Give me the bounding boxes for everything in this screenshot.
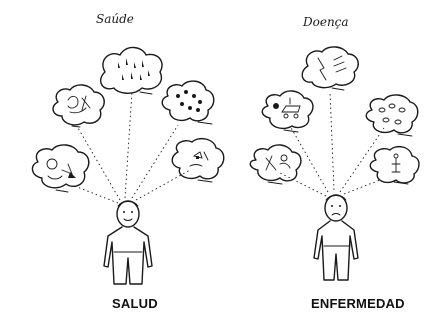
salud-bubble-upper-right [162, 81, 214, 124]
salud-bubble-lower-left [32, 145, 88, 192]
salud-panel: Saúde [32, 12, 223, 284]
enfermedad-caption: ENFERMEDAD [311, 296, 405, 311]
enfermedad-script-title: Doença [302, 15, 349, 29]
enfermedad-bubble-lower-right [370, 147, 419, 184]
salud-thought-lines [72, 92, 190, 203]
enfermedad-figure [314, 195, 358, 280]
enfermedad-bubble-lower-left [250, 145, 301, 184]
salud-bubble-upper-left [53, 85, 104, 127]
salud-figure [104, 201, 152, 284]
enfermedad-thought-lines [278, 92, 384, 196]
enfermedad-bubble-upper-left [262, 91, 313, 132]
salud-caption: SALUD [112, 296, 158, 311]
enfermedad-bubble-top [302, 47, 358, 90]
enfermedad-panel: Doença [250, 15, 419, 280]
salud-bubble-top [101, 47, 162, 94]
salud-script-title: Saúde [96, 12, 134, 26]
enfermedad-bubble-upper-right [366, 95, 418, 136]
